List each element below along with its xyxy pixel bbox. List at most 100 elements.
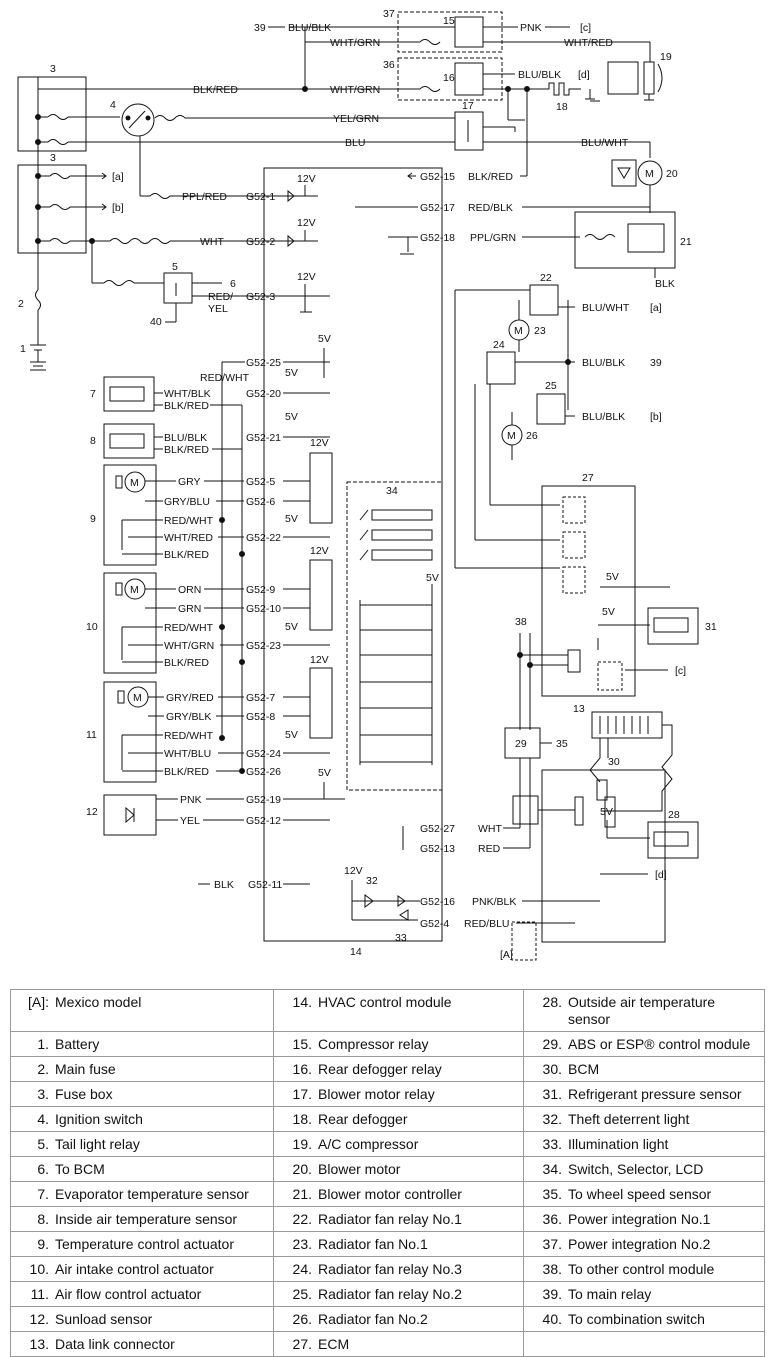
temp-control-actuator: M <box>103 464 157 566</box>
g52-15: G52-15 <box>420 171 455 183</box>
wire-redwht-9: RED/WHT <box>164 515 214 527</box>
legend-text: Inside air temperature sensor <box>55 1211 238 1227</box>
radiator-fan-relay-3 <box>486 351 516 385</box>
wire-wht-27: WHT <box>478 823 502 835</box>
v12-10: 12V <box>310 545 329 557</box>
g52-27: G52-27 <box>420 823 455 835</box>
g52-20: G52-20 <box>246 388 281 400</box>
air-intake-actuator: M <box>103 572 157 674</box>
g52-13: G52-13 <box>420 843 455 855</box>
ref-c-27: [c] <box>675 665 686 677</box>
wire-redwht-11: RED/WHT <box>164 730 214 742</box>
legend-cell: 30.BCM <box>523 1056 765 1082</box>
theft-deterrent-light <box>352 894 420 908</box>
ecm <box>541 485 636 697</box>
legend-text: Outside air temperature sensor <box>568 994 716 1027</box>
legend-cell: 36.Power integration No.1 <box>523 1206 765 1232</box>
legend-cell: 5.Tail light relay <box>10 1131 274 1157</box>
blower-motor-relay <box>454 111 484 151</box>
label-n22: 22 <box>540 272 552 284</box>
legend-number: 4. <box>37 1111 49 1127</box>
v12-9: 12V <box>310 437 329 449</box>
label-n25: 25 <box>545 380 557 392</box>
legend-text: To BCM <box>55 1161 105 1177</box>
legend-number: 12. <box>29 1311 49 1327</box>
wire-whtred-top: WHT/RED <box>564 37 613 49</box>
v12-11: 12V <box>310 654 329 666</box>
legend-text: Radiator fan No.1 <box>318 1236 428 1252</box>
legend-text: Theft deterrent light <box>568 1111 690 1127</box>
legend-text: Sunload sensor <box>55 1311 153 1327</box>
label-n11: 11 <box>86 729 97 741</box>
ref-a-left: [a] <box>112 171 124 183</box>
label-n36: 36 <box>383 59 395 71</box>
legend-cell: 33.Illumination light <box>523 1131 765 1157</box>
legend-number: 30. <box>542 1061 562 1077</box>
wire-gry: GRY <box>178 476 201 488</box>
motor-m-11: M <box>133 692 142 704</box>
wire-pplred: PPL/RED <box>182 191 227 203</box>
legend-text: Temperature control actuator <box>55 1236 234 1252</box>
blower-motor: M <box>611 159 663 213</box>
wire-blk-11: BLK <box>214 879 234 891</box>
legend-text: A/C compressor <box>318 1136 419 1152</box>
label-n12: 12 <box>86 806 98 818</box>
wire-pnk-12: PNK <box>180 794 202 806</box>
legend-text: Compressor relay <box>318 1036 429 1052</box>
legend-number: 13. <box>29 1336 49 1352</box>
legend-number: 21. <box>292 1186 312 1202</box>
legend-number: 38. <box>542 1261 562 1277</box>
legend-number: 20. <box>292 1161 312 1177</box>
legend-cell: 21.Blower motor controller <box>273 1181 524 1207</box>
label-n3a: 3 <box>50 63 56 75</box>
legend-cell: 29.ABS or ESP® control module <box>523 1031 765 1057</box>
legend-number: 24. <box>292 1261 312 1277</box>
wire-grybll: GRY/BLU <box>164 496 210 508</box>
wire-pplgrn-18: PPL/GRN <box>470 232 516 244</box>
legend-number: 32. <box>542 1111 562 1127</box>
wire-redblu: RED/BLU <box>464 918 510 930</box>
wire-blkred-8: BLK/RED <box>164 444 209 456</box>
legend-text: Radiator fan relay No.1 <box>318 1211 462 1227</box>
motor-m-10: M <box>130 584 139 596</box>
v5-23: 5V <box>285 621 298 633</box>
wire-blk-21: BLK <box>655 278 675 290</box>
label-n6: 6 <box>230 278 236 290</box>
label-n7: 7 <box>90 388 96 400</box>
g52-5: G52-5 <box>246 476 275 488</box>
g52-2: G52-2 <box>246 236 275 248</box>
legend-text: Tail light relay <box>55 1136 140 1152</box>
legend-number: 22. <box>292 1211 312 1227</box>
ref-a-22: [a] <box>650 302 662 314</box>
v5-34: 5V <box>426 572 439 584</box>
legend-text: Blower motor <box>318 1161 401 1177</box>
v5-27b: 5V <box>602 606 615 618</box>
legend-number: 40. <box>542 1311 562 1327</box>
legend-cell: 9.Temperature control actuator <box>10 1231 274 1257</box>
v12-2: 12V <box>297 217 316 229</box>
radiator-fan-2: M <box>501 412 523 460</box>
legend-cell: 26.Radiator fan No.2 <box>273 1306 524 1332</box>
legend-cell: 40.To combination switch <box>523 1306 765 1332</box>
legend-text: Mexico model <box>55 994 142 1010</box>
g52-18: G52-18 <box>420 232 455 244</box>
label-n8: 8 <box>90 435 96 447</box>
wire-blkred-7: BLK/RED <box>164 400 209 412</box>
wire-whtblu-11: WHT/BLU <box>164 748 211 760</box>
label-n23: 23 <box>534 325 546 337</box>
g52-9: G52-9 <box>246 584 275 596</box>
ref-c-top: [c] <box>580 22 591 34</box>
label-n24: 24 <box>493 339 505 351</box>
label-n13: 13 <box>573 703 585 715</box>
g52-3: G52-3 <box>246 291 275 303</box>
v12-1: 12V <box>297 173 316 185</box>
label-n32: 32 <box>366 875 378 887</box>
legend-cell: 17.Blower motor relay <box>273 1081 524 1107</box>
legend-cell: 11.Air flow control actuator <box>10 1281 274 1307</box>
g52-22: G52-22 <box>246 532 281 544</box>
